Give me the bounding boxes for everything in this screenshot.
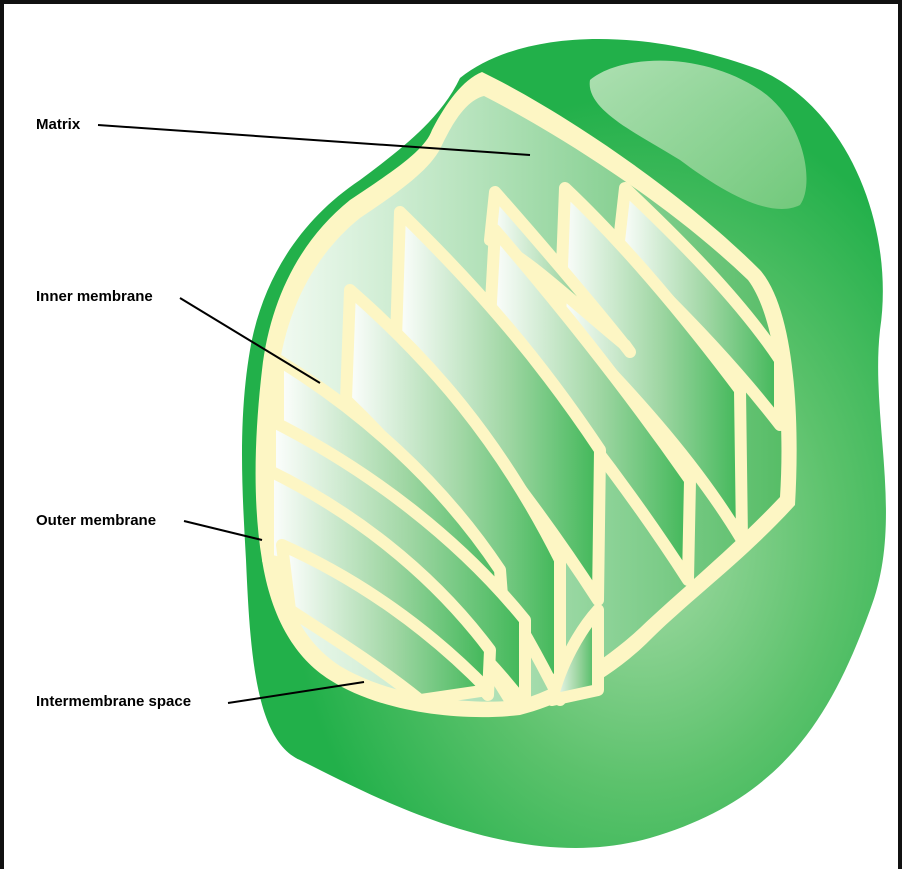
label-matrix: Matrix: [36, 116, 80, 133]
label-inner-membrane: Inner membrane: [36, 288, 153, 305]
label-outer-membrane: Outer membrane: [36, 512, 156, 529]
label-intermembrane-space: Intermembrane space: [36, 693, 191, 710]
